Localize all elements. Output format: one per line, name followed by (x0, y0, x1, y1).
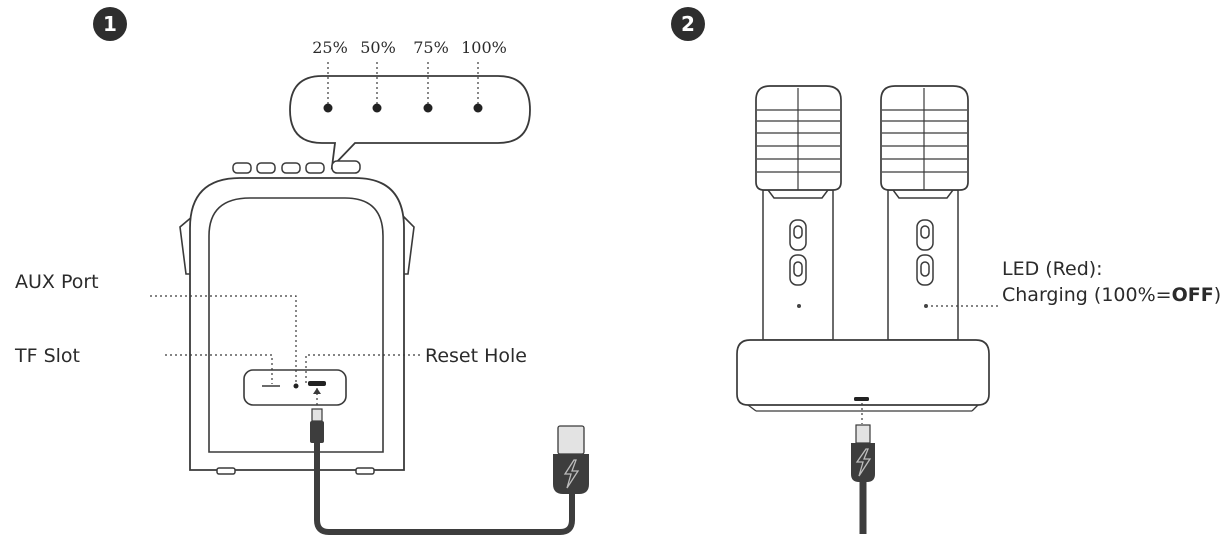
battery-callout-bubble (289, 62, 531, 170)
step-1-number: 1 (103, 12, 117, 36)
battery-level-50: 50% (360, 38, 396, 57)
usb-c-plug-tip (311, 408, 323, 422)
aux-port-hole (293, 383, 299, 389)
reset-hole-label: Reset Hole (425, 345, 527, 367)
tf-slot-label: TF Slot (14, 345, 80, 367)
usb-a-plug-tip (557, 425, 585, 455)
step-2-badge: 2 (671, 7, 705, 41)
led-dot-25 (323, 103, 333, 113)
microphone-right-led (924, 304, 928, 308)
led-label-line1: LED (Red): (1002, 258, 1103, 280)
lightning-bolt-icon (563, 459, 580, 489)
step-1-badge: 1 (93, 7, 127, 41)
led-dot-75 (423, 103, 433, 113)
lightning-bolt-icon (855, 448, 872, 477)
battery-level-25: 25% (312, 38, 348, 57)
charging-dock (736, 339, 990, 412)
speaker-leader-lines (150, 295, 420, 384)
led-dot-50 (372, 103, 382, 113)
dock-usb-c-plug-tip (855, 424, 871, 444)
dock-usb-c-port (854, 397, 869, 401)
speaker-charging-cable (310, 388, 589, 535)
microphone-left (755, 85, 842, 341)
aux-port-label: AUX Port (15, 271, 99, 293)
microphone-right (880, 85, 969, 341)
battery-level-100: 100% (461, 38, 507, 57)
battery-level-labels: 25% 50% 75% 100% (312, 38, 507, 57)
microphone-left-led (797, 304, 801, 308)
step-2-number: 2 (681, 12, 695, 36)
battery-indicator-dots (323, 103, 483, 113)
led-label-line2: Charging (100%=OFF) (1002, 284, 1221, 306)
usb-c-port (308, 381, 326, 386)
speaker-top-buttons (232, 160, 361, 174)
speaker (179, 160, 415, 475)
battery-level-75: 75% (413, 38, 449, 57)
dock-charging-cable (851, 403, 875, 534)
usb-c-plug (310, 421, 324, 443)
led-dot-100 (473, 103, 483, 113)
